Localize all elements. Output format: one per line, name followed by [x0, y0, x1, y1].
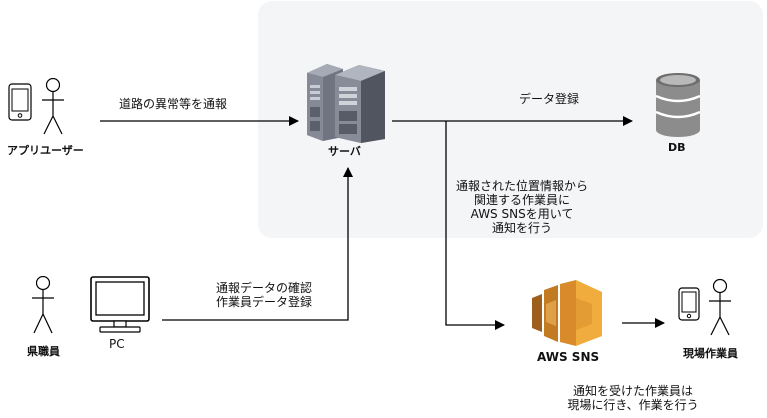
- report-edge-label: 道路の異常等を通報: [119, 97, 228, 111]
- smartphone-worker-icon: [678, 278, 731, 336]
- aws-sns-node: [532, 280, 602, 352]
- field-worker-node: [678, 277, 740, 343]
- prefecture-staff-label: 県職員: [27, 345, 60, 358]
- pc-server-edge-label-line2: 作業員データ登録: [215, 295, 312, 309]
- db-register-edge-label: データ登録: [519, 92, 580, 106]
- monitor-icon: [90, 276, 150, 333]
- notify-edge-label-line2: 関連する作業員に: [473, 193, 570, 207]
- footnote-line2: 現場に行き、作業を行う: [567, 398, 699, 412]
- app-user-node: [8, 77, 70, 144]
- smartphone-user-icon: [8, 77, 64, 135]
- database-node: [654, 72, 702, 142]
- db-label: DB: [668, 141, 686, 154]
- aws-sns-icon: [532, 280, 602, 346]
- notify-edge-label-line3: AWS SNSを用いて: [470, 207, 574, 221]
- notify-edge-label-line1: 通報された位置情報から: [455, 179, 588, 193]
- person-icon: [32, 275, 54, 334]
- notify-edge-label: 通報された位置情報から 関連する作業員に AWS SNSを用いて 通知を行う: [447, 179, 597, 235]
- server-node: [305, 61, 387, 147]
- server-label: サーバ: [328, 145, 361, 158]
- app-user-label: アプリユーザー: [7, 144, 84, 157]
- prefecture-staff-node: [26, 275, 60, 342]
- field-worker-label: 現場作業員: [683, 347, 738, 360]
- server-rack-icon: [307, 64, 385, 143]
- notify-edge-label-line4: 通知を行う: [491, 221, 552, 235]
- pc-server-edge-label-line1: 通報データの確認: [215, 281, 312, 295]
- footnote-line1: 通知を受けた作業員は: [572, 384, 693, 398]
- arrow-server-to-sns: [445, 121, 505, 330]
- pc-node: [90, 276, 150, 338]
- pc-server-edge-label: 通報データの確認 作業員データ登録: [196, 281, 332, 309]
- footnote-text: 通知を受けた作業員は 現場に行き、作業を行う: [558, 384, 708, 412]
- database-icon: [655, 73, 701, 137]
- aws-sns-label: AWS SNS: [537, 350, 600, 364]
- arrow-pc-to-server: [162, 167, 353, 321]
- pc-label: PC: [109, 337, 125, 351]
